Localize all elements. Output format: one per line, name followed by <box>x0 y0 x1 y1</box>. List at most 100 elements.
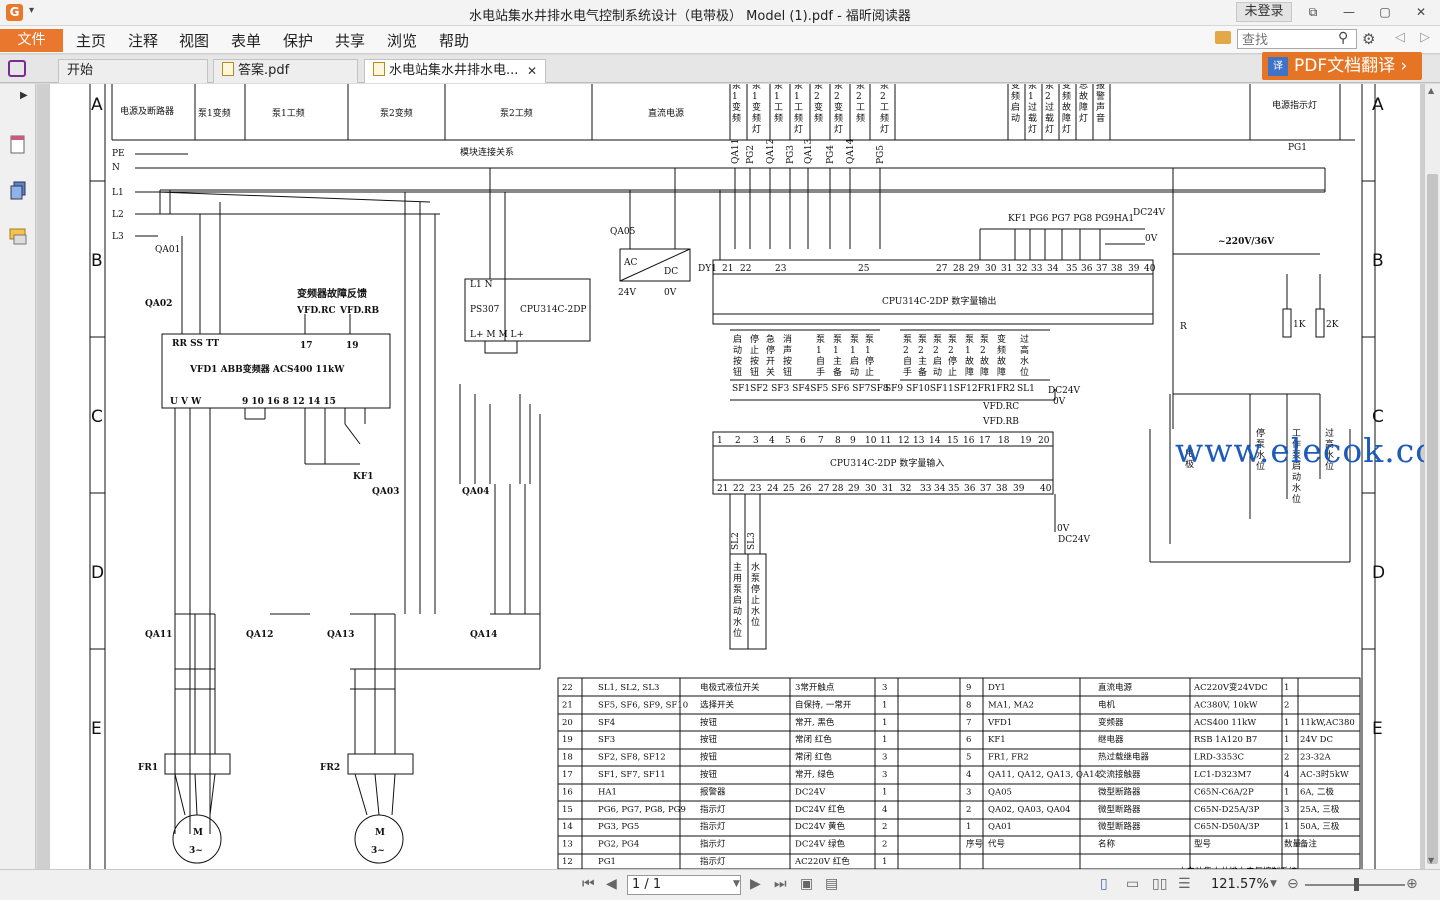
page-thumbnails-icon[interactable] <box>8 134 28 156</box>
input-label: 动 <box>850 367 859 378</box>
tab-answer-pdf[interactable]: 答案.pdf <box>213 59 358 83</box>
menu-home[interactable]: 主页 <box>76 32 107 50</box>
output-terminal-number: 25 <box>858 264 870 274</box>
input-label: 泵 <box>965 334 974 345</box>
page-dropdown-icon[interactable]: ▼ <box>733 879 740 889</box>
tab-current-document[interactable]: 水电站集水井排水电... ✕ <box>364 59 546 83</box>
menu-share[interactable]: 共享 <box>335 32 366 50</box>
zoom-slider-thumb[interactable] <box>1354 878 1359 891</box>
bom-right-cell: 代号 <box>988 839 1005 850</box>
vertical-header-right-label: 警 <box>1096 90 1105 102</box>
back-icon[interactable]: ◁ <box>1395 30 1405 45</box>
minimize-button[interactable]: — <box>1343 5 1355 19</box>
menu-help[interactable]: 帮助 <box>439 32 470 50</box>
vertical-header-right-label: 障 <box>1062 112 1071 124</box>
tab-close-icon[interactable]: ✕ <box>526 64 537 78</box>
label-kf1: KF1 <box>353 472 373 482</box>
input-label: 钮 <box>783 366 792 378</box>
single-page-view-icon[interactable]: ▯ <box>1100 876 1108 892</box>
input-label: 启 <box>933 355 942 367</box>
close-button[interactable]: ✕ <box>1415 5 1427 19</box>
menu-view[interactable]: 视图 <box>179 32 210 50</box>
expand-panel-icon[interactable]: ▶ <box>20 90 28 101</box>
bom-right-cell: QA05 <box>988 787 1012 797</box>
pdf-translate-button[interactable]: PDF文档翻译 › <box>1262 52 1422 80</box>
row-letter-left: A <box>91 95 103 115</box>
label-vfd-rb-in: VFD.RB <box>982 417 1019 427</box>
vertical-header-label: 变 <box>834 101 843 113</box>
maximize-button[interactable]: ▢ <box>1379 5 1391 19</box>
file-menu-button[interactable]: 文件 <box>0 29 63 52</box>
vertical-header-right-label: 泵 <box>1045 84 1054 91</box>
vertical-header-label: 频 <box>794 112 803 124</box>
tab-label: 答案.pdf <box>238 63 290 78</box>
search-input[interactable] <box>1237 29 1357 49</box>
layers-icon[interactable] <box>8 180 28 202</box>
foxit-logo-icon[interactable]: G <box>6 4 23 21</box>
zoom-dropdown-icon[interactable]: ▼ <box>1270 879 1277 889</box>
continuous-facing-icon[interactable]: ☰ <box>1178 876 1191 892</box>
tab-label: 开始 <box>67 63 94 78</box>
open-folder-icon[interactable] <box>1215 31 1231 44</box>
zoom-level[interactable]: 121.57% <box>1211 877 1269 892</box>
bom-right-cell: 8 <box>966 700 971 710</box>
bom-left-cell: 21 <box>562 700 573 710</box>
input-terminal-number: 4 <box>769 436 775 446</box>
continuous-view-icon[interactable]: ▭ <box>1126 876 1140 892</box>
scrollbar-thumb[interactable] <box>1427 174 1438 864</box>
label-qa04: QA04 <box>462 487 489 497</box>
login-button[interactable]: 未登录 <box>1236 2 1292 22</box>
sign-tool-icon[interactable] <box>8 60 26 77</box>
label-vfd-t19: 19 <box>346 341 359 351</box>
gear-icon[interactable]: ⚙ <box>1362 30 1376 48</box>
search-icon[interactable]: ⚲ <box>1338 30 1349 46</box>
input-terminal-number: 19 <box>1020 436 1032 446</box>
label-2k: 2K <box>1326 320 1339 330</box>
vertical-header-right-label: 载 <box>1028 112 1037 124</box>
menu-protect[interactable]: 保护 <box>283 32 314 50</box>
row-letter-left: C <box>91 407 103 427</box>
scroll-up-icon[interactable]: ▲ <box>1428 86 1435 95</box>
bom-left-cell: 3 <box>882 770 887 780</box>
input2-terminal-number: 26 <box>800 484 812 494</box>
vertical-scrollbar[interactable]: ▲ ▼ <box>1424 84 1440 869</box>
bus-label-l3: L3 <box>112 232 124 242</box>
zoom-in-icon[interactable]: ⊕ <box>1406 876 1418 892</box>
label-dc24v-top: DC24V <box>1133 208 1166 218</box>
facing-view-icon[interactable]: ▯▯ <box>1152 876 1168 892</box>
input-label: 声 <box>783 344 792 356</box>
forward-icon[interactable]: ▷ <box>1420 30 1430 45</box>
document-viewport[interactable]: 电源及断路器 泵1变频 泵1工频 泵2变频 泵2工频 直流电源 电源指示灯 PE… <box>37 84 1424 869</box>
zoom-out-icon[interactable]: ⊖ <box>1287 876 1299 892</box>
label-ps307: PS307 <box>470 305 500 315</box>
page-number-field[interactable]: 1 / 1 <box>627 875 741 895</box>
comments-icon[interactable] <box>8 226 28 248</box>
input-label: 泵 <box>850 334 859 345</box>
bom-right-cell: 4 <box>1284 770 1289 780</box>
last-page-icon[interactable]: ⏭ <box>774 876 787 892</box>
bom-left-cell: 按钮 <box>700 769 718 780</box>
bom-right-cell: 序号 <box>966 839 983 850</box>
insert-page-icon[interactable]: ▣ <box>800 876 814 892</box>
menu-form[interactable]: 表单 <box>231 32 262 50</box>
quick-access-dropdown-icon[interactable]: ▾ <box>29 5 35 16</box>
next-page-icon[interactable]: ▶ <box>750 876 761 892</box>
restore-layout-icon[interactable]: ⧉ <box>1308 5 1318 19</box>
extract-page-icon[interactable]: ▤ <box>825 876 839 892</box>
output-terminal-number: 29 <box>968 264 980 274</box>
bom-left-cell: 1 <box>882 718 887 728</box>
first-page-icon[interactable]: ⏮ <box>582 876 595 892</box>
input-terminal-number: 13 <box>913 436 925 446</box>
bom-right-cell: AC-3时5kW <box>1299 769 1349 780</box>
pdf-page: 电源及断路器 泵1变频 泵1工频 泵2变频 泵2工频 直流电源 电源指示灯 PE… <box>50 84 1420 869</box>
menu-browse[interactable]: 浏览 <box>387 32 418 50</box>
tank-level-label: 位 <box>1292 493 1301 505</box>
menu-comment[interactable]: 注释 <box>128 32 159 50</box>
output-terminal-number: 28 <box>953 264 965 274</box>
prev-page-icon[interactable]: ◀ <box>606 876 617 892</box>
tab-start[interactable]: 开始 <box>58 59 208 83</box>
bom-right-cell: QA02, QA03, QA04 <box>988 805 1071 815</box>
scroll-down-icon[interactable]: ▼ <box>1428 856 1435 865</box>
label-fr2: FR2 <box>320 763 340 773</box>
input-label: 启 <box>850 355 859 367</box>
